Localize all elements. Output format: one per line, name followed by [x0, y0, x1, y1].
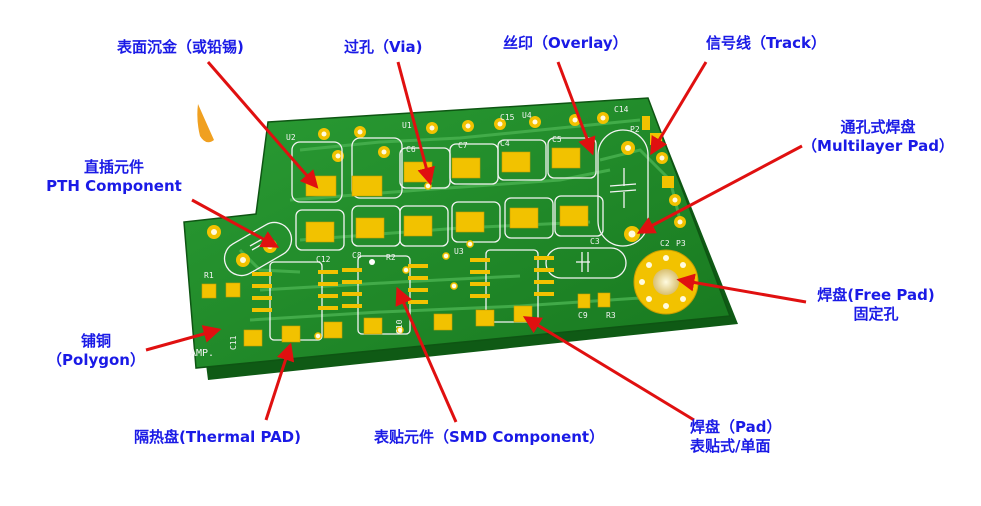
- arrow-pth: [191, 198, 280, 248]
- arrow-multilayer: [636, 144, 803, 234]
- smd-pads: [201, 147, 611, 347]
- silkscreen-text: U2 U1 C6 C7 C15 U4 C4 C5 C14 P2 C3 C2 P3…: [190, 105, 686, 359]
- pth-pads-top: [318, 112, 609, 162]
- label-pad-line1: 焊盘（Pad）: [690, 418, 782, 436]
- arrow-pad: [522, 316, 695, 422]
- silk-c8: C8: [352, 251, 362, 260]
- arrow-overlay: [556, 61, 596, 156]
- silk-c9: C9: [578, 311, 588, 320]
- label-multilayer-line2: （Multilayer Pad）: [802, 137, 954, 155]
- ic-pins: [252, 256, 554, 312]
- silk-c4: C4: [500, 139, 510, 148]
- label-polygon-line2: （Polygon）: [47, 351, 145, 369]
- label-thermal-pad: 隔热盘(Thermal PAD): [134, 428, 301, 446]
- arrow-via: [396, 61, 435, 186]
- silk-r1: R1: [204, 271, 214, 280]
- label-polygon-line1: 铺铜: [80, 332, 111, 350]
- silk-c11: C11: [229, 335, 238, 350]
- label-pth-line2: PTH Component: [46, 177, 182, 195]
- label-pad: 焊盘（Pad） 表贴式/单面: [690, 418, 781, 456]
- label-freepad-line2: 固定孔: [853, 305, 899, 323]
- arrow-polygon: [145, 325, 222, 352]
- silk-c2: C2: [660, 239, 670, 248]
- label-via: 过孔（Via): [344, 38, 423, 56]
- silk-p2: P2: [630, 125, 640, 134]
- silk-p3: P3: [676, 239, 686, 248]
- label-overlay: 丝印（Overlay）: [503, 34, 628, 52]
- pth-component-pads: [207, 141, 640, 267]
- free-pad: [633, 249, 699, 315]
- silk-c15: C15: [500, 113, 515, 122]
- label-track: 信号线（Track）: [706, 34, 826, 52]
- silk-c14: C14: [614, 105, 629, 114]
- silk-r3: R3: [606, 311, 616, 320]
- flame-icon: [197, 104, 214, 143]
- label-multilayer-pad: 通孔式焊盘 （Multilayer Pad）: [790, 118, 966, 156]
- label-pad-line2: 表贴式/单面: [690, 437, 771, 455]
- arrow-gold: [206, 61, 319, 189]
- arrow-thermal: [264, 342, 295, 421]
- label-polygon: 铺铜 （Polygon）: [36, 332, 156, 370]
- arrows: [145, 61, 807, 423]
- silk-u3: U3: [454, 247, 464, 256]
- label-surface-gold: 表面沉金（或铅锡): [117, 38, 244, 56]
- arrow-track: [650, 61, 708, 156]
- arrow-smd: [395, 286, 458, 423]
- label-pth-component: 直插元件 PTH Component: [36, 158, 192, 196]
- silk-amp: AMP.: [190, 348, 214, 359]
- label-smd-component: 表贴元件（SMD Component）: [374, 428, 605, 446]
- silk-c3: C3: [590, 237, 600, 246]
- silk-c6: C6: [406, 145, 416, 154]
- silk-r2: R2: [386, 253, 396, 262]
- silk-c5: C5: [552, 135, 562, 144]
- label-freepad-line1: 焊盘(Free Pad): [817, 286, 935, 304]
- silk-c10: C10: [395, 319, 404, 334]
- label-free-pad: 焊盘(Free Pad) 固定孔: [794, 286, 958, 324]
- label-pth-line1: 直插元件: [83, 158, 144, 176]
- silk-u2: U2: [286, 133, 296, 142]
- arrow-freepad: [676, 273, 807, 304]
- silk-u1: U1: [402, 121, 412, 130]
- label-multilayer-line1: 通孔式焊盘: [840, 118, 916, 136]
- silk-c7: C7: [458, 141, 468, 150]
- silk-c12: C12: [316, 255, 331, 264]
- silk-u4: U4: [522, 111, 532, 120]
